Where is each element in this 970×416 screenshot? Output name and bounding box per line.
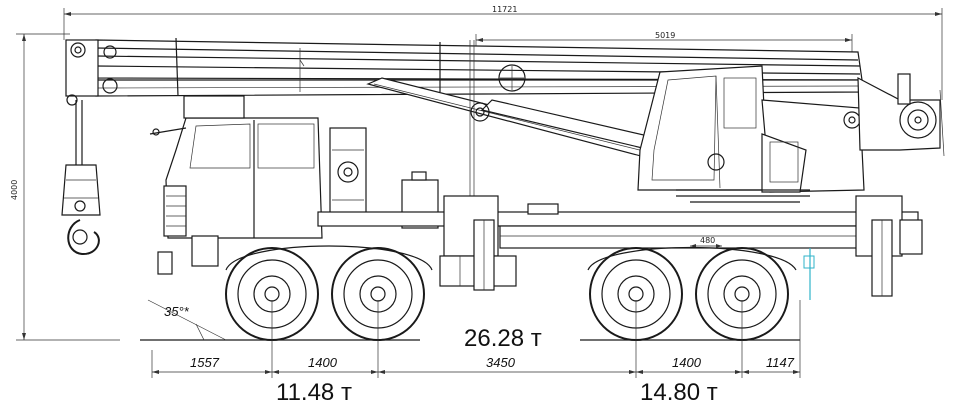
front-overhang-label: 1557 xyxy=(190,355,220,370)
approach-angle-label: 35°* xyxy=(164,304,190,319)
cyan-marker xyxy=(803,248,815,300)
hook-block xyxy=(61,100,101,256)
front-axle-load-label: 11.48 т xyxy=(276,379,352,406)
approach-angle: 35°* xyxy=(147,299,227,341)
front-axle-spacing-label: 1400 xyxy=(308,355,338,370)
outrigger-front xyxy=(473,219,495,291)
engine-block xyxy=(329,127,367,221)
wheelbase-middle-label: 3450 xyxy=(486,355,516,370)
boom-section-dimension: 5019 xyxy=(475,31,853,70)
overall-length-label: 11721 xyxy=(492,5,517,14)
rear-fender xyxy=(587,246,797,271)
axle-dimension-chain: 1557 1400 3450 1400 1147 xyxy=(151,300,801,378)
overall-length-dimension: 11721 xyxy=(63,5,943,100)
overall-height-label: 4000 xyxy=(10,180,19,200)
frame-offset-label: 480 xyxy=(700,236,715,245)
rear-axle-spacing-label: 1400 xyxy=(672,355,702,370)
rear-axle-load-label: 14.80 т xyxy=(640,379,718,406)
boom-section-label: 5019 xyxy=(655,31,675,40)
truck-cab xyxy=(149,95,323,275)
total-load-label: 26.28 т xyxy=(464,325,542,352)
rear-winch xyxy=(857,73,945,157)
overall-height-dimension: 4000 xyxy=(10,33,120,341)
rear-overhang-label: 1147 xyxy=(766,355,795,370)
crane-operator-cab xyxy=(637,65,865,203)
outrigger-rear xyxy=(871,219,893,297)
front-fender xyxy=(225,245,433,271)
